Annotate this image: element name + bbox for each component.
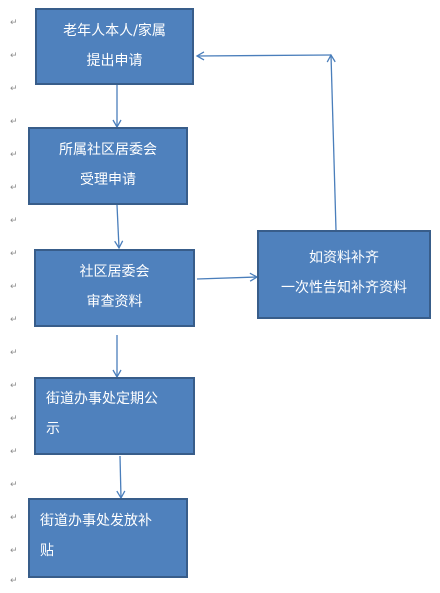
step-box-apply: 老年人本人/家属 提出申请 bbox=[35, 8, 194, 85]
paragraph-mark: ↵ bbox=[10, 348, 18, 358]
step-label: 提出申请 bbox=[86, 53, 143, 69]
step-label: 街道办事处定期公 bbox=[46, 391, 158, 407]
paragraph-mark: ↵ bbox=[10, 282, 18, 292]
step-label: 审查资料 bbox=[86, 294, 143, 310]
arrow-loop-to-step1 bbox=[195, 51, 332, 61]
step-label: 街道办事处发放补 bbox=[40, 513, 152, 529]
arrow-step5-to-step6 bbox=[116, 455, 126, 500]
step-label: 所属社区居委会 bbox=[59, 142, 157, 158]
arrow-step3-to-step4 bbox=[196, 272, 259, 282]
step-box-supplement: 如资料补齐 一次性告知补齐资料 bbox=[257, 230, 431, 319]
step-label: 如资料补齐 bbox=[309, 250, 379, 266]
paragraph-mark: ↵ bbox=[10, 315, 18, 325]
paragraph-mark: ↵ bbox=[10, 546, 18, 556]
paragraph-mark: ↵ bbox=[10, 414, 18, 424]
step-box-review: 社区居委会 审查资料 bbox=[34, 249, 195, 327]
arrow-step2-to-step3 bbox=[114, 204, 124, 250]
paragraph-mark: ↵ bbox=[10, 51, 18, 61]
paragraph-mark: ↵ bbox=[10, 84, 18, 94]
paragraph-mark: ↵ bbox=[10, 381, 18, 391]
paragraph-mark: ↵ bbox=[10, 183, 18, 193]
paragraph-mark: ↵ bbox=[10, 18, 18, 28]
step-box-publicize: 街道办事处定期公 示 bbox=[34, 377, 195, 455]
step-label: 社区居委会 bbox=[79, 264, 150, 280]
arrow-step4-to-step1 bbox=[326, 53, 337, 231]
paragraph-mark: ↵ bbox=[10, 150, 18, 160]
paragraph-mark: ↵ bbox=[10, 117, 18, 127]
step-label: 老年人本人/家属 bbox=[63, 23, 166, 39]
step-label: 一次性告知补齐资料 bbox=[281, 280, 407, 296]
step-label: 示 bbox=[46, 421, 60, 437]
step-box-subsidy: 街道办事处发放补 贴 bbox=[28, 498, 188, 578]
step-label: 贴 bbox=[40, 543, 54, 559]
paragraph-mark: ↵ bbox=[10, 216, 18, 226]
paragraph-mark: ↵ bbox=[10, 576, 18, 586]
paragraph-mark: ↵ bbox=[10, 249, 18, 259]
paragraph-mark: ↵ bbox=[10, 480, 18, 490]
step-box-accept: 所属社区居委会 受理申请 bbox=[28, 127, 188, 205]
paragraph-mark: ↵ bbox=[10, 513, 18, 523]
paragraph-mark: ↵ bbox=[10, 447, 18, 457]
step-label: 受理申请 bbox=[80, 172, 136, 188]
